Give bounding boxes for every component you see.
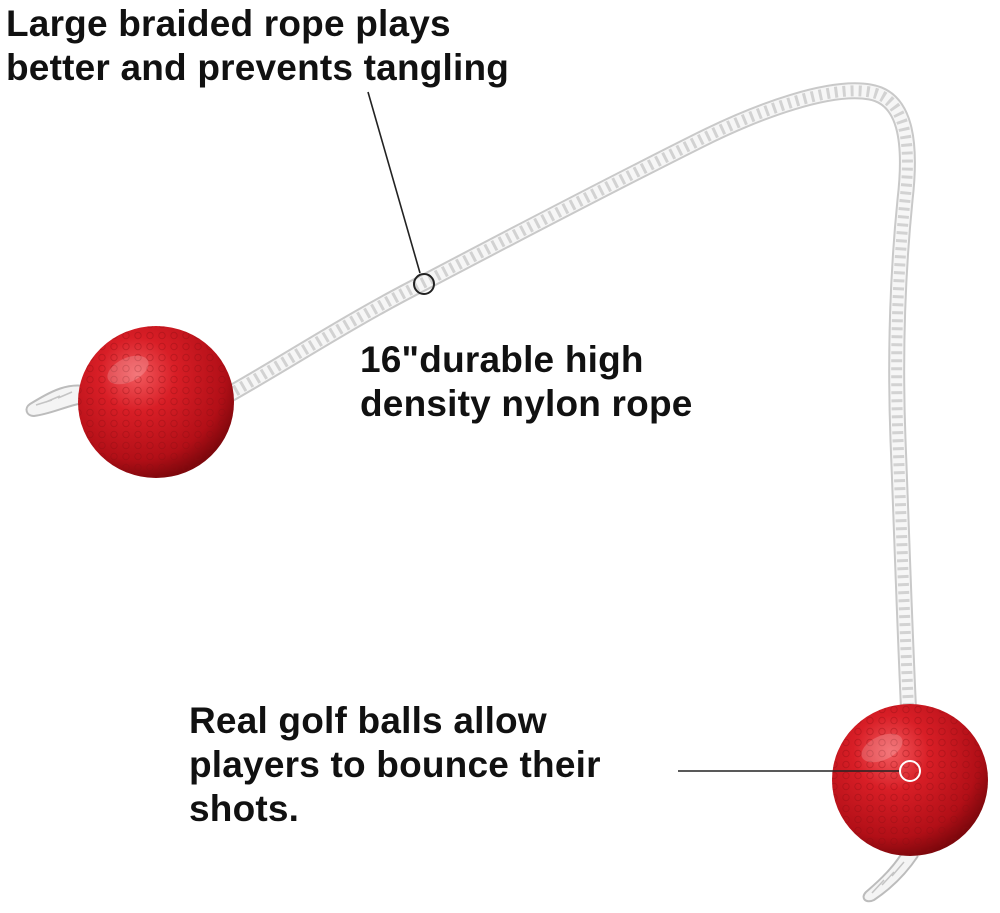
callout-rope-braid: Large braided rope plays better and prev… (6, 2, 509, 90)
callout-line: density nylon rope (360, 383, 693, 424)
callout-line: players to bounce their (189, 744, 601, 785)
rope-strand (221, 84, 917, 747)
callout-line: Real golf balls allow (189, 700, 547, 741)
leader-golf-balls (678, 760, 921, 782)
nylon-rope (25, 82, 919, 903)
callout-rope-length: 16"durable high density nylon rope (360, 338, 693, 426)
callout-line: shots. (189, 788, 300, 829)
golf-ball-left (78, 326, 234, 478)
callout-line: Large braided rope plays (6, 3, 451, 44)
rope-knot-left (25, 384, 93, 418)
callout-line: 16"durable high (360, 339, 644, 380)
leader-rope-braid (367, 91, 435, 295)
callout-line: better and prevents tangling (6, 47, 510, 88)
callout-golf-balls: Real golf balls allow players to bounce … (189, 699, 601, 831)
